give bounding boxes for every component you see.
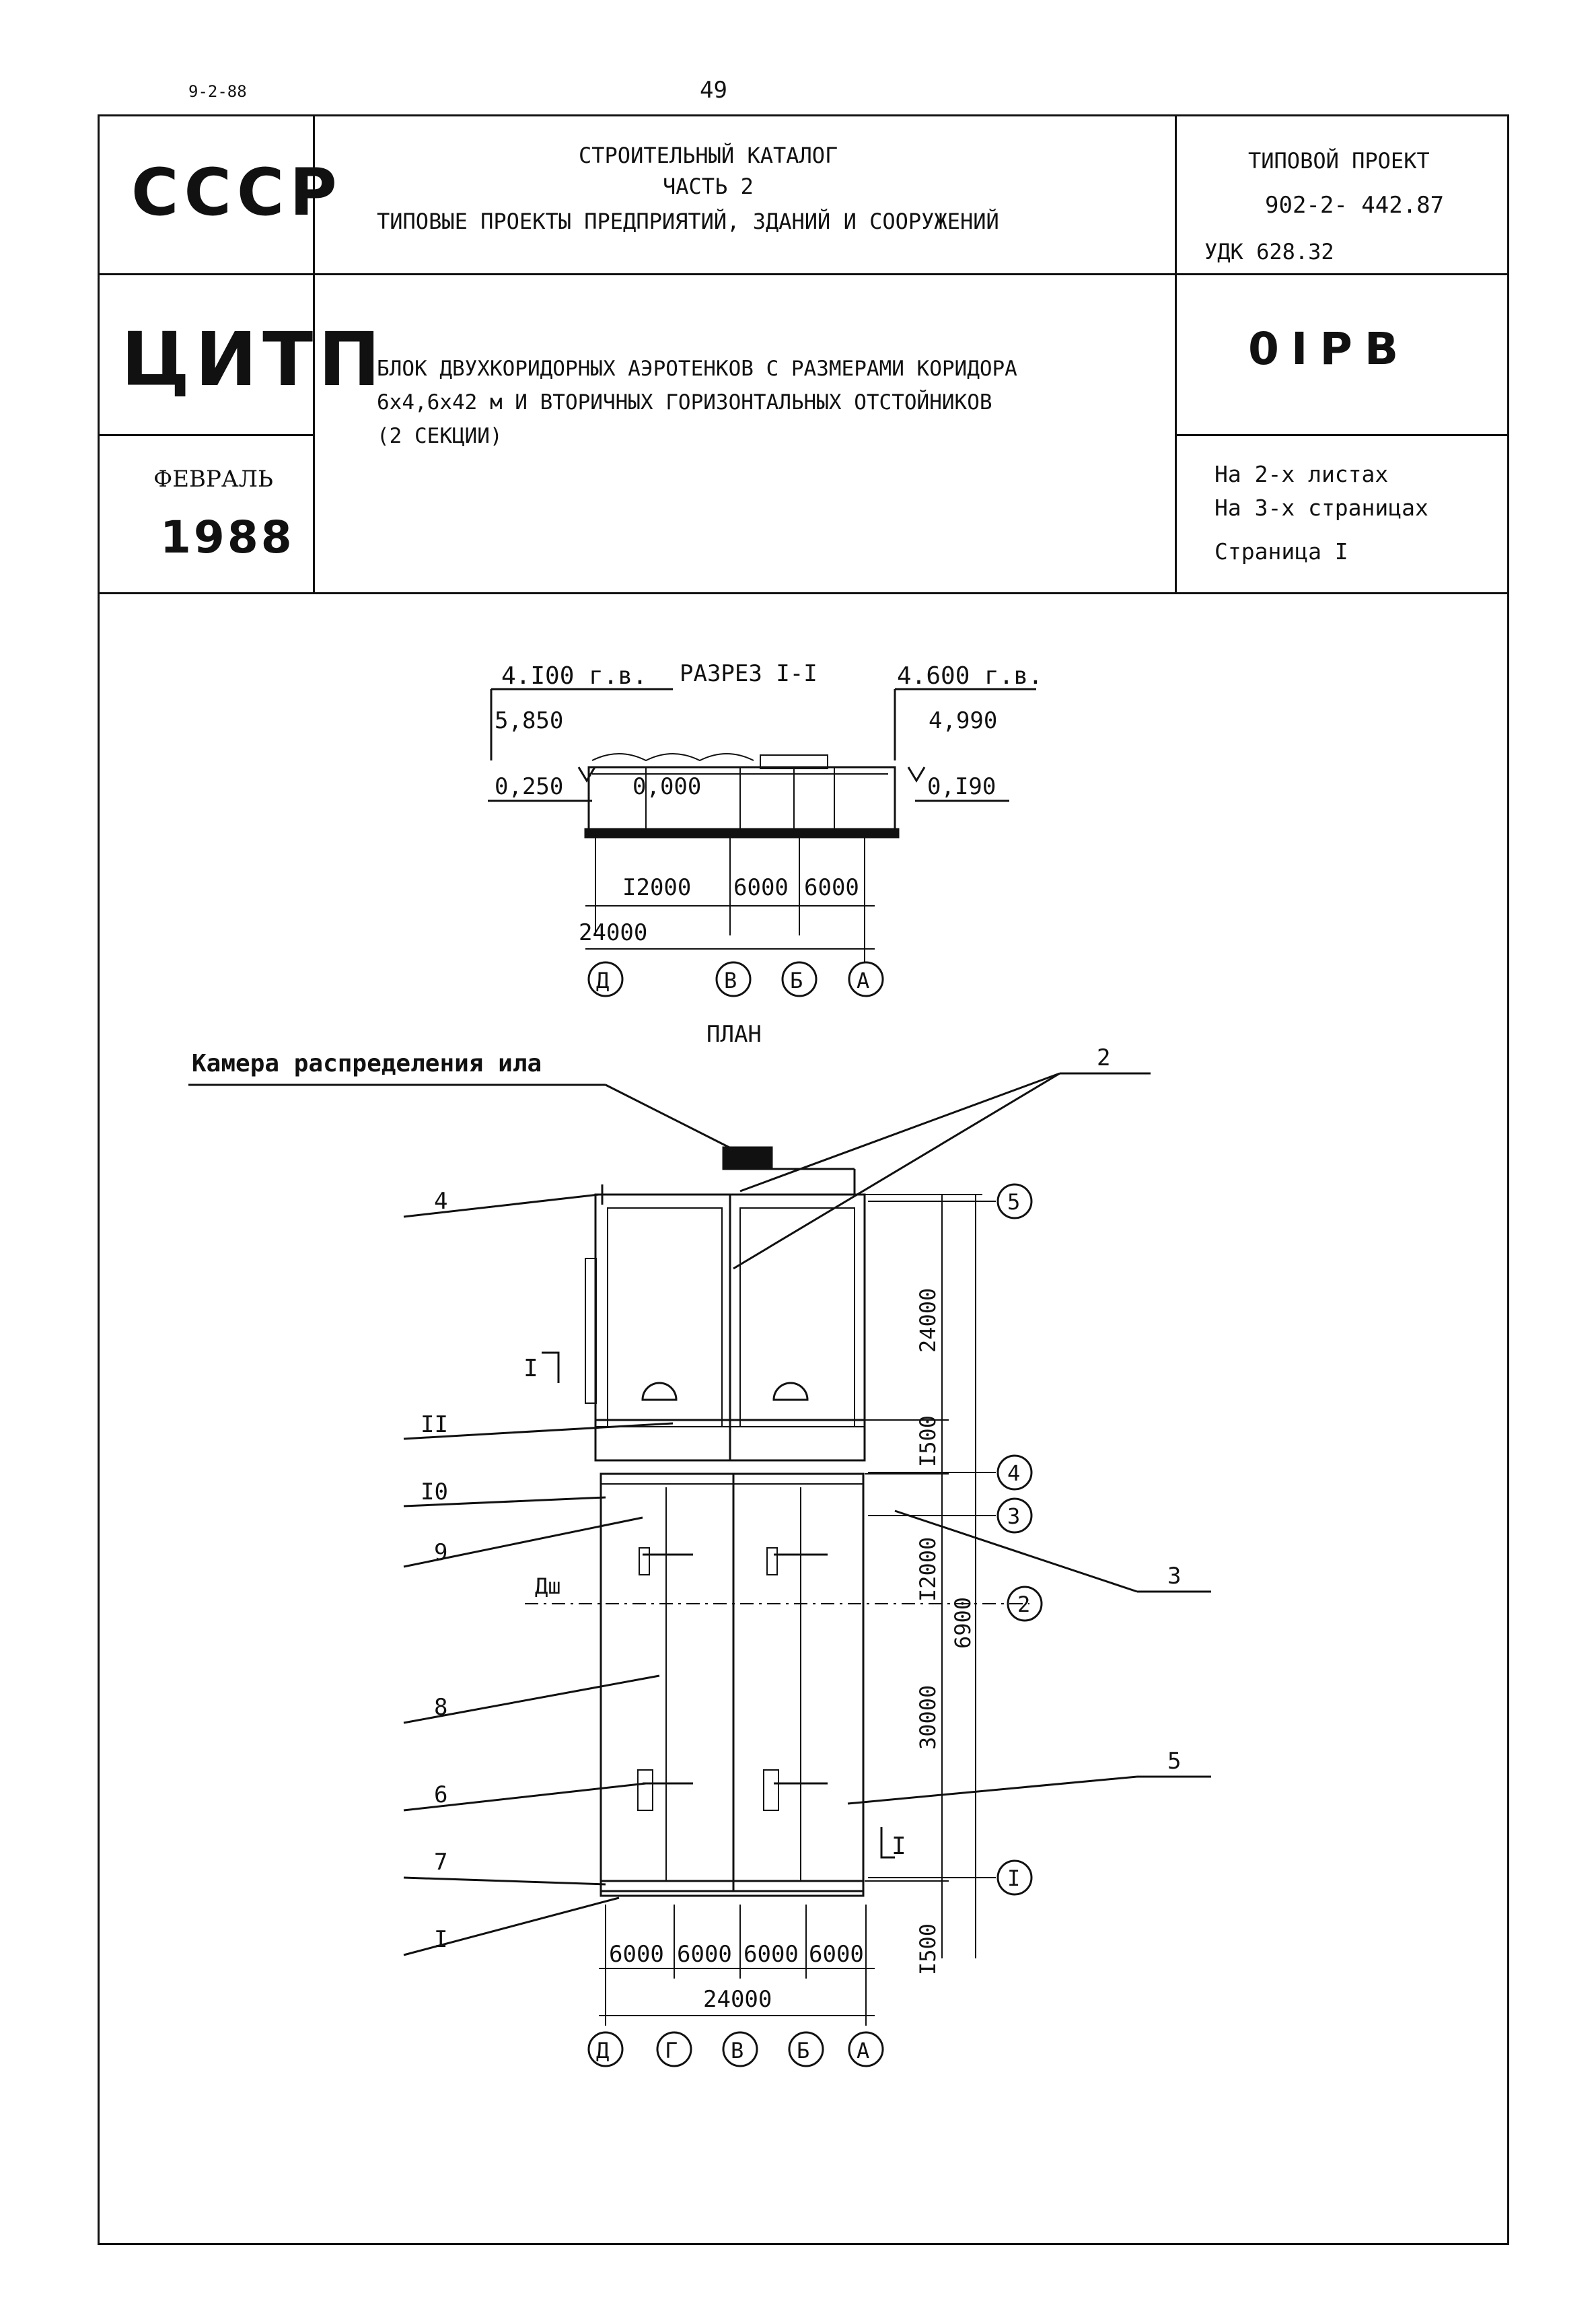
- right-col-line: [1175, 114, 1177, 594]
- mark-5850: 5,850: [495, 707, 563, 734]
- country-label: СССР: [131, 155, 342, 230]
- callout-1: I: [434, 1926, 447, 1953]
- description-line-3: (2 СЕКЦИИ): [377, 424, 503, 448]
- section-dim-3: 6000: [804, 874, 859, 901]
- vdim-6900: 6900: [950, 1597, 976, 1649]
- col-axis-d: Д: [596, 2038, 609, 2063]
- section-drawing: 4.I00 г.в. РАЗРЕЗ I-I 4.600 г.в. 5,850 4…: [488, 660, 1043, 997]
- section-total: 24000: [579, 919, 647, 946]
- pages-count: На 3-х страницах: [1214, 495, 1428, 521]
- catalog-line-1: СТРОИТЕЛЬНЫЙ КАТАЛОГ: [579, 143, 838, 168]
- callout-9: 9: [434, 1539, 447, 1566]
- left-col-line: [313, 114, 315, 594]
- section-axis-v: В: [724, 968, 737, 993]
- vdim-1500b: I500: [915, 1923, 941, 1975]
- description-line-2: 6х4,6х42 м И ВТОРИЧНЫХ ГОРИЗОНТАЛЬНЫХ ОТ…: [377, 390, 992, 415]
- section-left-level: 4.I00 г.в.: [501, 662, 647, 690]
- project-number: 902-2- 442.87: [1265, 192, 1445, 219]
- page-number: 49: [700, 77, 727, 104]
- title-divider-1: [98, 273, 1507, 275]
- year-label: 1988: [160, 511, 295, 563]
- row-axis-5: 5: [1007, 1189, 1020, 1215]
- mark-0250: 0,250: [495, 773, 563, 800]
- sheets-count: На 2-х листах: [1214, 461, 1389, 487]
- section-dim-2: 6000: [733, 874, 789, 901]
- chamber-label: Камера распределения ила: [192, 1050, 542, 1077]
- section-axis-b: Б: [790, 968, 803, 993]
- udk-label: УДК 628.32: [1204, 239, 1334, 264]
- section-axis-d: Д: [596, 968, 609, 993]
- vdim-1500a: I500: [915, 1415, 941, 1467]
- row-axis-4: 4: [1007, 1460, 1020, 1486]
- section-right-level: 4.600 г.в.: [897, 662, 1043, 690]
- bottom-dim-1: 6000: [609, 1941, 664, 1968]
- bottom-dim-4: 6000: [809, 1941, 864, 1968]
- section-mark-top: I: [523, 1355, 538, 1382]
- callout-10: I0: [421, 1479, 448, 1505]
- month-label: ФЕВРАЛЬ: [153, 466, 273, 493]
- col-axis-g: Г: [665, 2038, 678, 2063]
- mark-0000: 0,000: [632, 773, 701, 800]
- callout-8: 8: [434, 1694, 447, 1721]
- bottom-dim-2: 6000: [677, 1941, 732, 1968]
- current-page: Страница I: [1214, 538, 1348, 565]
- right-divider: [1175, 434, 1507, 436]
- section-axis-a: А: [857, 968, 869, 993]
- row-axis-3: 3: [1007, 1503, 1020, 1529]
- plan-title: ПЛАН: [706, 1021, 762, 1048]
- section-title: РАЗРЕЗ I-I: [680, 660, 818, 687]
- project-label: ТИПОВОЙ ПРОЕКТ: [1248, 148, 1430, 174]
- mark-0190: 0,I90: [927, 773, 996, 800]
- col-axis-a: А: [857, 2038, 869, 2063]
- callout-4: 4: [434, 1188, 447, 1215]
- section-mark-bottom: I: [892, 1833, 906, 1860]
- vdim-12000: I2000: [915, 1537, 941, 1602]
- date-stamp: 9-2-88: [188, 82, 247, 101]
- bottom-dim-3: 6000: [743, 1941, 799, 1968]
- callout-5: 5: [1167, 1748, 1181, 1775]
- section-dim-1: I2000: [622, 874, 691, 901]
- left-divider: [98, 434, 313, 436]
- vdim-30000: 30000: [915, 1685, 941, 1750]
- col-axis-v: В: [731, 2038, 743, 2063]
- catalog-line-3: ТИПОВЫЕ ПРОЕКТЫ ПРЕДПРИЯТИЙ, ЗДАНИЙ И СО…: [377, 209, 999, 234]
- callout-3: 3: [1167, 1563, 1181, 1590]
- bottom-total: 24000: [703, 1986, 772, 2013]
- mark-4990: 4,990: [929, 707, 997, 734]
- plan-drawing: ПЛАН Камера распределения ила 2: [188, 1021, 1211, 2067]
- catalog-line-2: ЧАСТЬ 2: [663, 174, 754, 199]
- description-line-1: БЛОК ДВУХКОРИДОРНЫХ АЭРОТЕНКОВ С РАЗМЕРА…: [377, 357, 1017, 381]
- col-axis-b: Б: [797, 2038, 809, 2063]
- project-code: 0IРВ: [1248, 323, 1411, 375]
- org-label: ЦИТП: [121, 316, 386, 402]
- row-axis-1: I: [1007, 1866, 1020, 1891]
- callout-6: 6: [434, 1781, 447, 1808]
- vdim-24000: 24000: [915, 1288, 941, 1353]
- page-frame: [98, 114, 1509, 2245]
- callout-7: 7: [434, 1849, 447, 1876]
- callout-11: II: [421, 1411, 448, 1438]
- row-axis-2: 2: [1017, 1592, 1030, 1617]
- callout-2: 2: [1097, 1044, 1110, 1071]
- callout-dsh: Дш: [535, 1573, 561, 1599]
- title-divider-2: [98, 592, 1507, 594]
